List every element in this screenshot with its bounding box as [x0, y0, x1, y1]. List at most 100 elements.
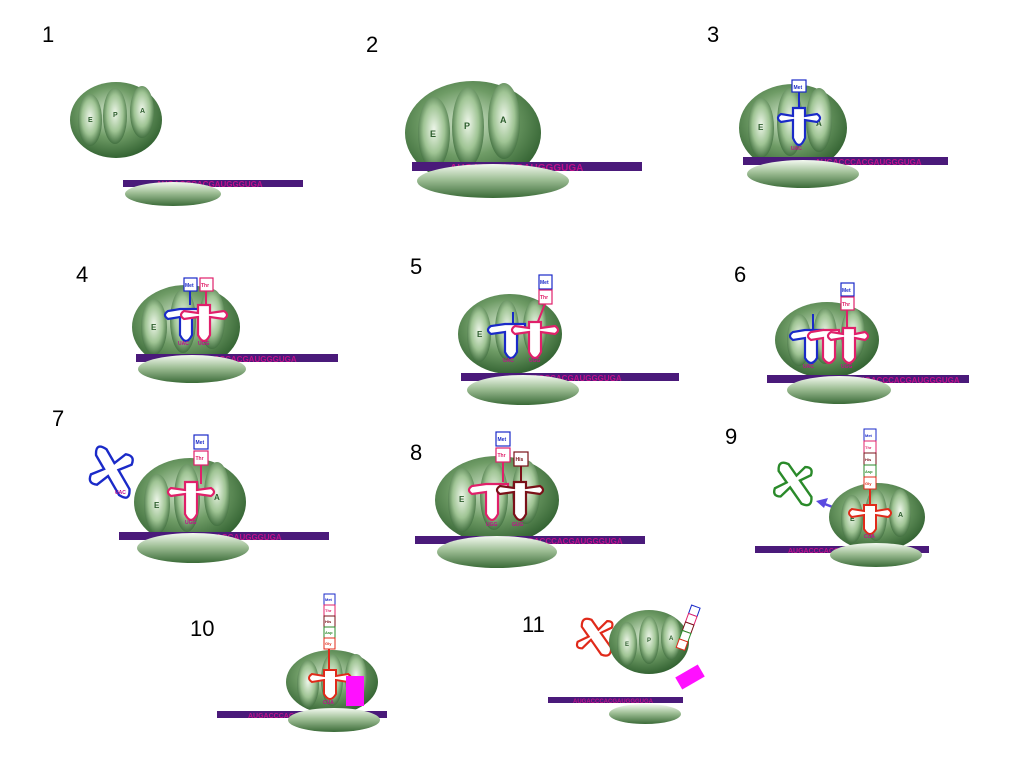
step-10-diagram: Met Thr His Asp Gly CUA AUGACCCACGAUGGGU… [217, 593, 387, 732]
site-p-label: P [113, 112, 118, 119]
step-number-11: 11 [522, 612, 545, 637]
mrna-sequence: AUGACCCACGAUGGGUGA [573, 699, 654, 705]
released-trna [88, 445, 134, 499]
small-subunit [437, 536, 557, 568]
amino-acid-label: Gly [325, 641, 332, 646]
anticodon-label: UAC [178, 341, 189, 347]
small-subunit [787, 376, 891, 404]
step-11-diagram: E P A AUGACCCACGAUGGGUGA [548, 604, 705, 724]
release-factor [675, 664, 705, 690]
site-e-label: E [151, 323, 157, 332]
anticodon-label: GUG [512, 522, 524, 528]
site-e-label: E [477, 330, 483, 339]
step-2-diagram: E P A AUGACCCACGAUGGGUGA [405, 81, 642, 198]
mrna-strand: AUGACCCACGAUGGGUGA [461, 373, 679, 383]
trna-thr: Thr UGG [179, 277, 229, 347]
mrna-sequence: AUGACCCACGAUGGGUGA [515, 374, 622, 383]
small-subunit [830, 543, 922, 567]
trna-thr: Met Thr UGG [510, 274, 560, 364]
amino-acid-label: Met [498, 437, 507, 443]
small-subunit [288, 708, 380, 732]
trna-thr: Met Thr UGG [467, 431, 511, 528]
amino-acid-label: Met [865, 433, 873, 438]
amino-acid-label: Met [540, 280, 549, 286]
amino-acid-label: Asp [865, 469, 873, 474]
mrna-sequence: AUGACCCACGAUGGGUGA [853, 376, 960, 385]
released-trna [772, 461, 813, 507]
step-4-diagram: E Met UAC Thr UGG AUGACCCACGAUGGGUGA [132, 277, 338, 383]
amino-acid-label: Thr [196, 456, 204, 462]
step-number-9: 9 [725, 424, 738, 449]
step-number-6: 6 [734, 262, 747, 287]
amino-acid-label: Met [325, 597, 333, 602]
site-a-label: A [214, 493, 220, 502]
mrna-strand: AUGACCCACGAUGGGUGA [123, 180, 303, 189]
trna-his: His GUG [495, 451, 545, 528]
amino-acid-label: Met [185, 283, 194, 289]
step-1-diagram: E P A AUGACCCACGAUGGGUGA [70, 82, 303, 206]
step-9-diagram: E A Met Thr His Asp Gly CUA AUGACCCACGAU… [755, 428, 929, 567]
amino-acid-label: Thr [540, 295, 548, 301]
anticodon-label: CUA [323, 700, 334, 706]
step-number-8: 8 [410, 440, 423, 465]
step-number-1: 1 [42, 22, 55, 47]
step-8-diagram: E Met Thr UGG His GUG AUGACCCACGAUGGGUGA [415, 431, 645, 568]
site-a-label: A [898, 512, 903, 519]
small-subunit [467, 375, 579, 405]
trna-thr: Met Thr UGG [806, 282, 870, 370]
trna-met: Met UAC [163, 277, 200, 347]
small-subunit [609, 704, 681, 724]
release-factor [346, 676, 364, 706]
step-number-5: 5 [410, 254, 423, 279]
step-number-7: 7 [52, 406, 65, 431]
polypeptide-chain: Met Thr His Asp Gly [323, 593, 336, 650]
anticodon-label: UAC [503, 358, 514, 364]
large-subunit: E P A [405, 81, 541, 185]
amino-acid-label: Gly [865, 481, 872, 486]
anticodon-label: UAC [115, 490, 126, 496]
released-trna [575, 617, 614, 657]
anticodon-label: UGG [198, 341, 210, 347]
amino-acid-label: Met [794, 85, 803, 91]
anticodon-label: UGG [529, 358, 541, 364]
site-e-label: E [459, 495, 465, 504]
anticodon-label: UGG [841, 364, 853, 370]
mrna-sequence: AUGACCCACGAUGGGUGA [815, 158, 922, 167]
step-number-4: 4 [76, 262, 89, 287]
trna-thr: Met Thr UGG [166, 434, 216, 526]
amino-acid-label: Thr [842, 302, 850, 308]
trna-gly: CUA [848, 489, 892, 540]
amino-acid-label: His [325, 619, 332, 624]
amino-acid-label: His [516, 457, 524, 463]
large-subunit: E A [739, 84, 847, 172]
amino-acid-label: Met [196, 440, 205, 446]
amino-acid-label: Thr [325, 608, 332, 613]
step-5-diagram: E UAC Met Thr UGG AUGACCCACGAUGGGUGA [458, 274, 679, 405]
amino-acid-label: Thr [865, 445, 872, 450]
step-number-10: 10 [190, 616, 215, 641]
amino-acid-label: Asp [325, 630, 333, 635]
trna-met: Met UAC [776, 79, 822, 152]
amino-acid-label: His [865, 457, 872, 462]
site-p-label: P [464, 121, 470, 131]
anticodon-label: UGG [185, 520, 197, 526]
step-number-3: 3 [707, 22, 720, 47]
released-polypeptide [675, 604, 701, 652]
small-subunit [138, 355, 246, 383]
site-a-label: A [140, 108, 145, 115]
large-subunit: E P A [609, 610, 689, 674]
amino-acid-label: Thr [498, 453, 506, 459]
anticodon-label: UAC [791, 146, 802, 152]
small-subunit [417, 164, 569, 198]
mrna-sequence: AUGACCCACGAUGGGUGA [156, 180, 263, 189]
mrna-strand: AUGACCCACGAUGGGUGA [743, 157, 948, 167]
mrna-strand: AUGACCCACGAUGGGUGA [136, 354, 338, 364]
trna-gly: CUA [308, 649, 352, 706]
anticodon-label: UGG [486, 522, 498, 528]
anticodon-label: CUA [864, 534, 875, 540]
small-subunit [747, 160, 859, 188]
step-7-diagram: UAC E A Met Thr UGG AUGACCCACGAUGGGUGA [88, 434, 329, 563]
site-e-label: E [430, 129, 436, 139]
site-e-label: E [850, 516, 855, 523]
mrna-strand: AUGACCCACGAUGGGUGA [548, 697, 683, 705]
